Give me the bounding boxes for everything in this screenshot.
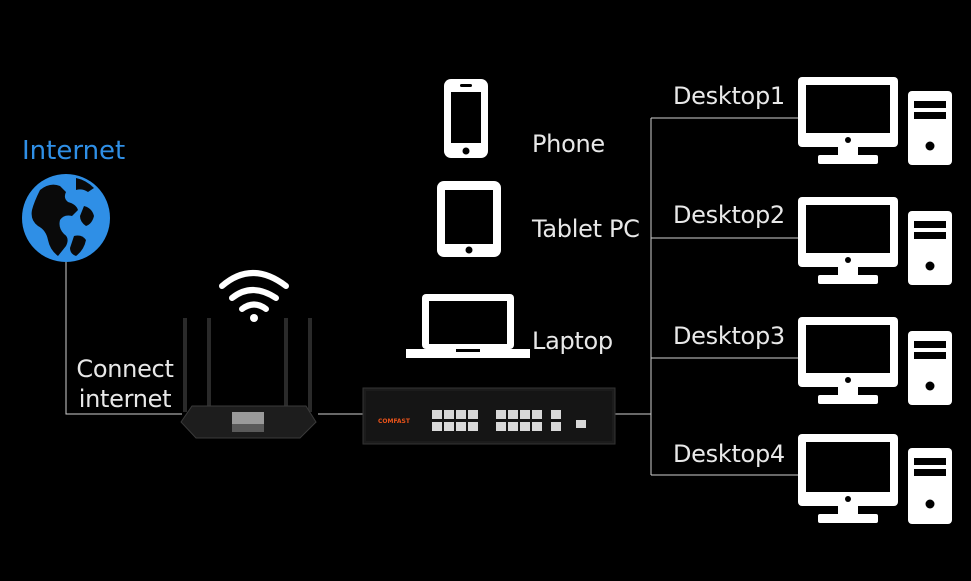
globe-icon <box>22 174 110 262</box>
router-icon <box>180 318 317 439</box>
switch-icon: COMFAST <box>362 387 616 445</box>
internet-to-router-line <box>65 262 182 415</box>
internet-label: Internet <box>22 136 126 166</box>
tablet-label: Tablet PC <box>532 215 640 243</box>
laptop-icon <box>406 294 530 358</box>
desktop3-icon <box>798 317 952 405</box>
desktop1-label: Desktop1 <box>673 82 785 110</box>
laptop-label: Laptop <box>532 327 613 355</box>
phone-icon <box>444 79 488 158</box>
phone-label: Phone <box>532 130 605 158</box>
wifi-dot-icon <box>250 314 258 322</box>
tablet-icon <box>437 181 501 257</box>
desktop4-icon <box>798 434 952 524</box>
desktop3-label: Desktop3 <box>673 322 785 350</box>
desktop2-icon <box>798 197 952 285</box>
connect-label-line1: Connect <box>76 355 174 383</box>
connection-lines <box>65 117 798 476</box>
desktop2-label: Desktop2 <box>673 201 785 229</box>
switch-brand-text: COMFAST <box>378 418 411 425</box>
desktop1-icon <box>798 77 952 165</box>
wifi-icon <box>219 270 289 312</box>
connect-label: Connect internet <box>74 357 176 411</box>
desktop4-label: Desktop4 <box>673 440 785 468</box>
connect-label-line2: internet <box>78 385 172 413</box>
